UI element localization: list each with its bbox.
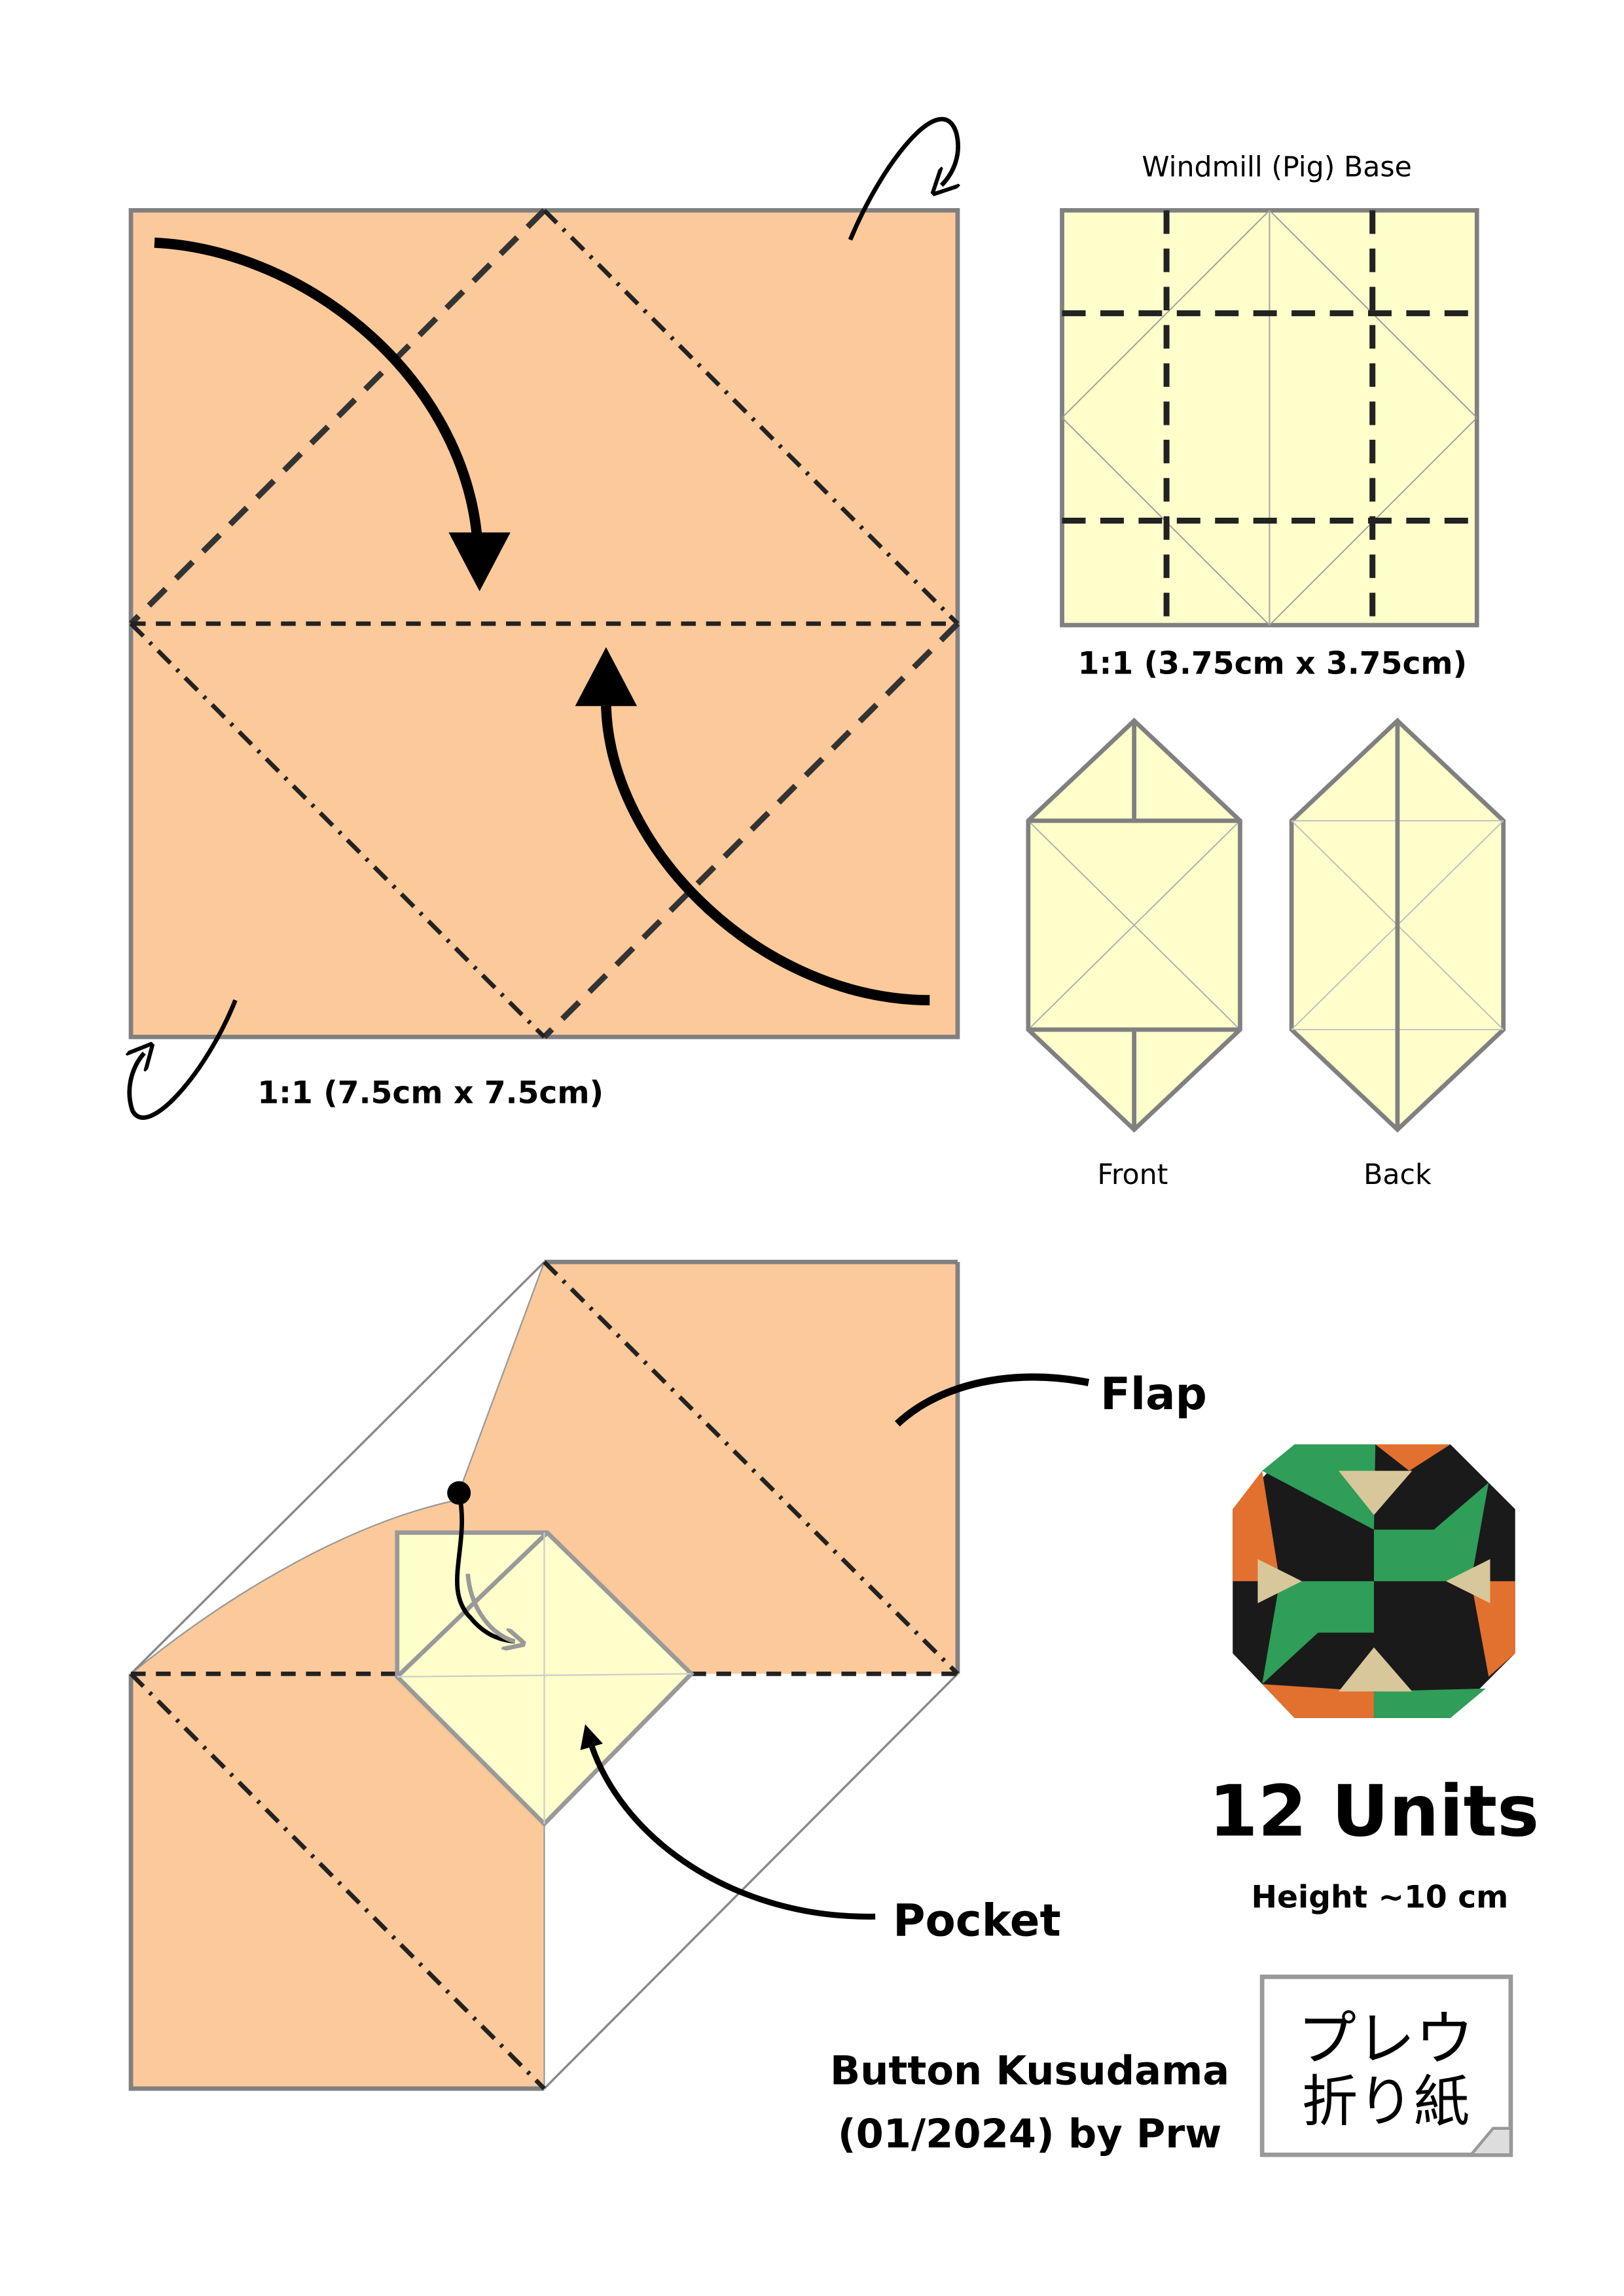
main-crease-pattern: 1:1 (7.5cm x 7.5cm) bbox=[128, 117, 960, 1120]
svg-text:プレウ: プレウ bbox=[1297, 2005, 1474, 2073]
flap-pointer-icon bbox=[895, 1373, 1090, 1427]
arrowhead-icon bbox=[448, 532, 511, 592]
front-label: Front bbox=[1097, 1158, 1168, 1191]
kusudama-photo bbox=[1233, 1444, 1515, 1718]
windmill-base-diagram: Windmill (Pig) Base 1:1 (3.75cm x 3.75cm… bbox=[1060, 151, 1479, 681]
model-title: Button Kusudama bbox=[830, 2048, 1229, 2094]
arrowhead-icon bbox=[575, 647, 638, 706]
prw-origami-logo: プレウ 折り紙 bbox=[1259, 1974, 1513, 2157]
mountain-fold-line bbox=[543, 208, 960, 626]
assembly-diagram: Flap Pocket bbox=[128, 1259, 1207, 2091]
crease-diamond bbox=[1061, 209, 1478, 626]
windmill-title: Windmill (Pig) Base bbox=[1142, 151, 1412, 184]
flap-label: Flap bbox=[1100, 1368, 1207, 1420]
units-count: 12 Units bbox=[1209, 1771, 1540, 1853]
fold-arrow-icon bbox=[154, 237, 484, 552]
rotate-arrow-icon bbox=[848, 117, 960, 241]
valley-fold-line bbox=[542, 621, 960, 1039]
back-label: Back bbox=[1363, 1158, 1432, 1191]
unit-front-view: Front bbox=[1026, 717, 1242, 1191]
valley-fold-line bbox=[128, 208, 547, 626]
fold-arrow-icon bbox=[601, 706, 930, 1006]
pocket-pointer-icon bbox=[580, 1724, 876, 1920]
insert-arrow-icon bbox=[455, 1492, 515, 1644]
windmill-size-label: 1:1 (3.75cm x 3.75cm) bbox=[1078, 645, 1468, 681]
height-label: Height ~10 cm bbox=[1252, 1880, 1509, 1916]
main-size-label: 1:1 (7.5cm x 7.5cm) bbox=[257, 1075, 604, 1111]
unit-back-view: Back bbox=[1289, 717, 1506, 1191]
pocket-label: Pocket bbox=[893, 1894, 1061, 1946]
windmill-fold-lines bbox=[1062, 210, 1477, 626]
svg-text:折り紙: 折り紙 bbox=[1302, 2070, 1470, 2135]
mountain-fold-line bbox=[129, 622, 546, 1039]
rotate-arrow-icon bbox=[130, 999, 238, 1120]
date-author: (01/2024) by Prw bbox=[838, 2111, 1221, 2157]
